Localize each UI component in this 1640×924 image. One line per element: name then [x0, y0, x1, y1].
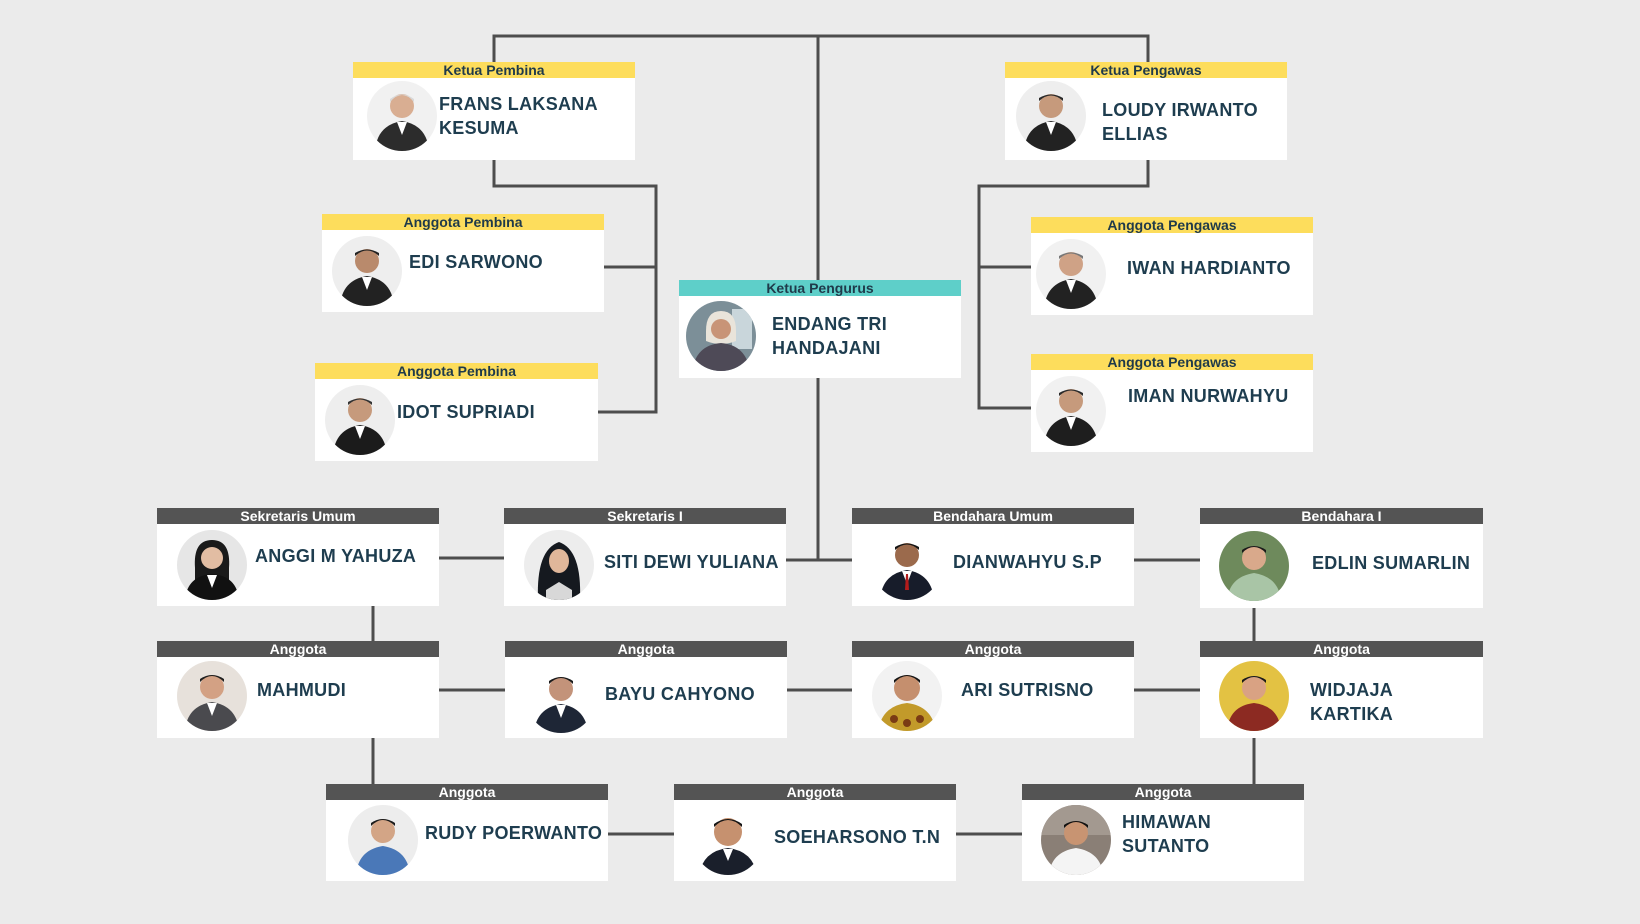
card-sekretaris-umum: Sekretaris Umum ANGGI M YAHUZA [157, 508, 439, 606]
profile-photo [526, 663, 596, 733]
role-label: Anggota [852, 641, 1134, 657]
role-label: Bendahara I [1200, 508, 1483, 524]
role-label: Sekretaris Umum [157, 508, 439, 524]
role-label: Sekretaris I [504, 508, 786, 524]
role-label: Ketua Pengurus [679, 280, 961, 296]
card-anggota-1: Anggota MAHMUDI [157, 641, 439, 738]
card-ketua-pembina: Ketua Pembina FRANS LAKSANA KESUMA [353, 62, 635, 160]
member-name: SOEHARSONO T.N [774, 827, 941, 847]
profile-photo [1219, 661, 1289, 731]
role-label: Anggota [326, 784, 608, 800]
card-anggota-pengawas-1: Anggota Pengawas IWAN HARDIANTO [1031, 217, 1313, 315]
card-sekretaris-1: Sekretaris I SITI DEWI YULIANA [504, 508, 786, 606]
card-ketua-pengawas: Ketua Pengawas LOUDY IRWANTO ELLIAS [1005, 62, 1287, 160]
profile-photo [348, 805, 418, 875]
role-label: Anggota Pembina [315, 363, 598, 379]
member-name: IWAN HARDIANTO [1127, 258, 1291, 278]
profile-photo [1036, 376, 1106, 446]
profile-photo [332, 236, 402, 306]
member-name: ENDANG TRI HANDAJANI [772, 314, 887, 358]
role-label: Anggota [157, 641, 439, 657]
role-label: Ketua Pengawas [1005, 62, 1287, 78]
card-anggota-pembina-1: Anggota Pembina EDI SARWONO [322, 214, 604, 312]
profile-photo [325, 385, 395, 455]
member-name: IMAN NURWAHYU [1128, 386, 1289, 406]
profile-photo [177, 661, 247, 731]
role-label: Bendahara Umum [852, 508, 1134, 524]
role-label: Anggota [674, 784, 956, 800]
card-bendahara-1: Bendahara I EDLIN SUMARLIN [1200, 508, 1483, 608]
role-label: Anggota Pembina [322, 214, 604, 230]
card-anggota-6: Anggota SOEHARSONO T.N [674, 784, 956, 881]
member-name: DIANWAHYU S.P [953, 552, 1102, 572]
member-name: WIDJAJA KARTIKA [1310, 680, 1394, 724]
card-bendahara-umum: Bendahara Umum DIANWAHYU S.P [852, 508, 1134, 606]
card-anggota-4: Anggota WIDJAJA KARTIKA [1200, 641, 1483, 738]
card-anggota-3: Anggota ARI SUTRISNO [852, 641, 1134, 738]
role-label: Ketua Pembina [353, 62, 635, 78]
member-name: FRANS LAKSANA KESUMA [439, 94, 598, 138]
role-label: Anggota [1200, 641, 1483, 657]
member-name: SITI DEWI YULIANA [604, 552, 779, 572]
role-label: Anggota [505, 641, 787, 657]
profile-photo [1219, 531, 1289, 601]
profile-photo [872, 661, 942, 731]
profile-photo [367, 81, 437, 151]
profile-photo [686, 301, 756, 371]
member-name: BAYU CAHYONO [605, 684, 755, 704]
member-name: RUDY POERWANTO [425, 823, 603, 843]
profile-photo [177, 530, 247, 600]
role-label: Anggota [1022, 784, 1304, 800]
profile-photo [693, 805, 763, 875]
card-anggota-5: Anggota RUDY POERWANTO [326, 784, 608, 881]
card-anggota-pembina-2: Anggota Pembina IDOT SUPRIADI [315, 363, 598, 461]
profile-photo [1036, 239, 1106, 309]
profile-photo [1041, 805, 1111, 875]
profile-photo [524, 530, 594, 600]
role-label: Anggota Pengawas [1031, 354, 1313, 370]
card-ketua-pengurus: Ketua Pengurus ENDANG TRI HANDAJANI [679, 280, 961, 378]
member-name: ANGGI M YAHUZA [255, 546, 417, 566]
profile-photo [872, 530, 942, 600]
card-anggota-2: Anggota BAYU CAHYONO [505, 641, 787, 738]
member-name: HIMAWAN SUTANTO [1122, 812, 1212, 856]
member-name: MAHMUDI [257, 680, 347, 700]
member-name: ARI SUTRISNO [961, 680, 1094, 700]
member-name: EDLIN SUMARLIN [1312, 553, 1471, 573]
member-name: LOUDY IRWANTO ELLIAS [1102, 100, 1258, 144]
card-anggota-7: Anggota HIMAWAN SUTANTO [1022, 784, 1304, 881]
profile-photo [1016, 81, 1086, 151]
member-name: IDOT SUPRIADI [397, 402, 535, 422]
role-label: Anggota Pengawas [1031, 217, 1313, 233]
card-anggota-pengawas-2: Anggota Pengawas IMAN NURWAHYU [1031, 354, 1313, 452]
member-name: EDI SARWONO [409, 252, 543, 272]
